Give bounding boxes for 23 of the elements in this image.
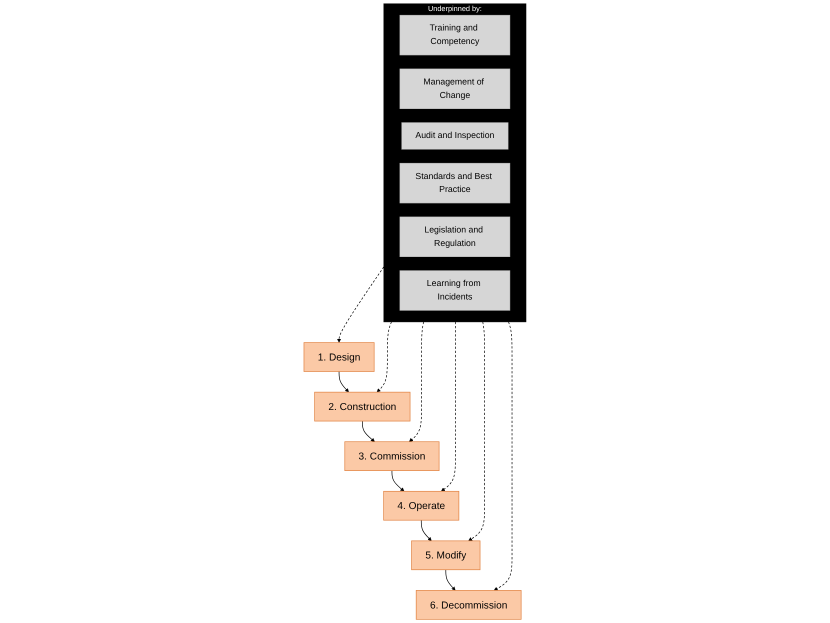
arrow (494, 322, 512, 591)
arrow (409, 322, 424, 442)
arrow (441, 322, 456, 492)
arrow (468, 322, 485, 542)
arrow (376, 322, 392, 392)
node-box: 5. Modify (411, 540, 480, 570)
arrow (420, 520, 432, 542)
node-box: Audit and Inspection (401, 122, 508, 150)
node-box: Legislation and Regulation (400, 216, 510, 257)
node-box: 3. Commission (344, 441, 440, 471)
arrow (362, 420, 375, 442)
node-box: Learning from Incidents (400, 270, 510, 311)
node-box: Training and Competency (400, 14, 510, 56)
arrow (392, 470, 404, 492)
node-box: 4. Operate (383, 490, 460, 521)
node-box: 1. Design (304, 342, 374, 372)
node-box: 2. Construction (314, 392, 410, 422)
node-box: Standards and Best Practice (400, 162, 510, 204)
arrow (337, 266, 384, 343)
arrow (445, 569, 456, 591)
node-box: Management of Change (400, 68, 510, 109)
node-box: 6. Decommission (416, 590, 522, 620)
arrow (338, 371, 349, 392)
